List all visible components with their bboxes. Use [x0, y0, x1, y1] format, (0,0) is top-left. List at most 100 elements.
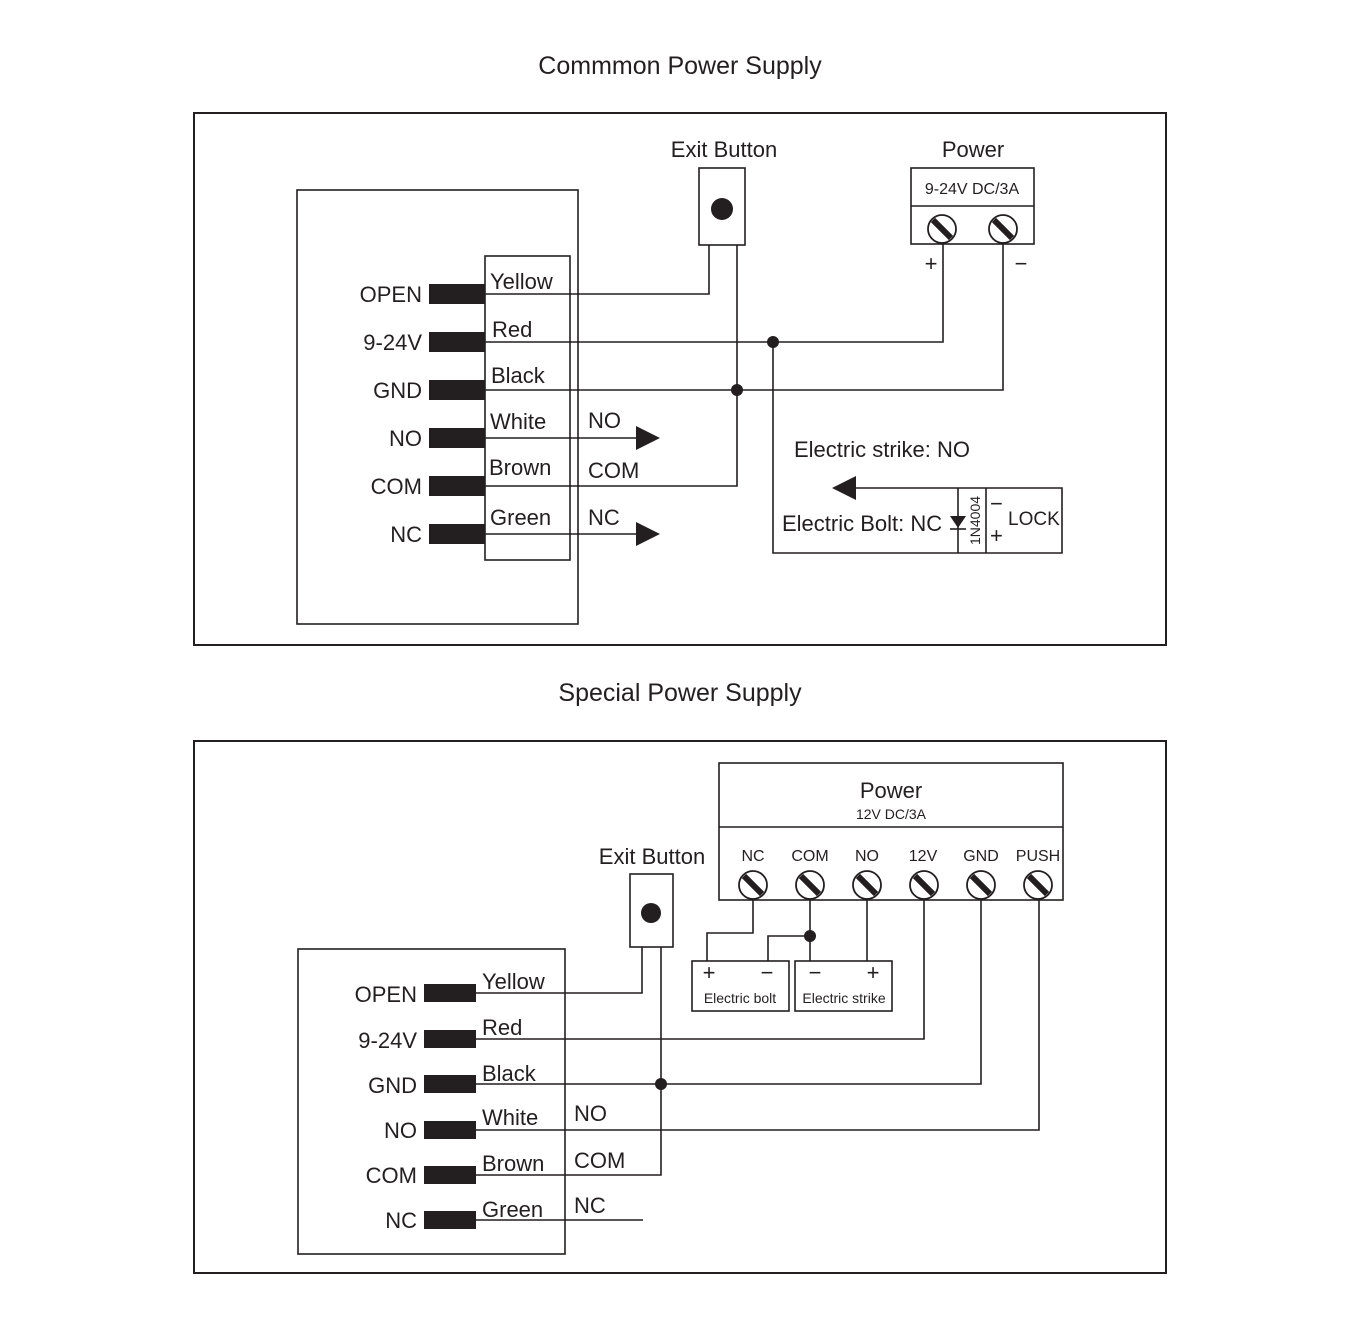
exit-button-label: Exit Button	[671, 137, 777, 162]
controller-terminals: OPEN Yellow 9-24V Red GND Black NO White…	[355, 969, 545, 1233]
exit-button: Exit Button	[599, 844, 705, 948]
power-minus-label: −	[1015, 251, 1028, 276]
arrow-right-icon	[636, 426, 660, 450]
terminal-open: OPEN Yellow	[360, 269, 553, 307]
wires	[476, 899, 1040, 1221]
lock-label: LOCK	[1008, 509, 1060, 530]
terminal-pin	[429, 284, 485, 304]
wire-color-label: Red	[482, 1015, 522, 1040]
power-terminal-nc: NC	[741, 848, 764, 865]
terminal-gnd: GND Black	[373, 363, 546, 403]
terminal-nc: NC Green	[385, 1197, 543, 1233]
terminal-com: COM Brown	[371, 455, 552, 499]
diode-label: 1N4004	[967, 496, 983, 545]
relay-nc-label: NC	[574, 1193, 606, 1218]
screw-terminal-icon	[853, 871, 881, 899]
screw-terminal-icon	[1024, 871, 1052, 899]
relay-no-label: NO	[588, 408, 621, 433]
screw-terminal-icon	[796, 871, 824, 899]
screw-terminal-icon	[928, 215, 956, 243]
wire-color-label: White	[482, 1105, 538, 1130]
terminal-label: COM	[366, 1163, 417, 1188]
common-power-supply-diagram: Commmon Power Supply OPEN Yellow 9-24V R…	[193, 52, 1167, 646]
terminal-label: 9-24V	[363, 330, 422, 355]
lock-plus-label: +	[867, 960, 880, 985]
terminal-label: NC	[385, 1208, 417, 1233]
power-terminal-com: COM	[791, 848, 828, 865]
exit-button-body	[629, 873, 674, 948]
lock-minus-label: −	[761, 960, 774, 985]
wire-color-label: Yellow	[482, 969, 545, 994]
terminal-pin	[424, 1030, 476, 1048]
special-power-supply-diagram: Special Power Supply OPEN Yellow 9-24V R…	[193, 679, 1167, 1274]
relay-nc-label: NC	[588, 505, 620, 530]
terminal-label: NO	[384, 1118, 417, 1143]
power-plus-label: +	[925, 251, 938, 276]
diagram-title: Commmon Power Supply	[538, 52, 822, 80]
screw-terminal-icon	[967, 871, 995, 899]
power-label: Power	[860, 778, 922, 803]
junction-dot	[655, 1078, 667, 1090]
terminal-pin	[424, 984, 476, 1002]
wire-color-label: Brown	[489, 455, 551, 480]
lock-minus-label: −	[809, 960, 822, 985]
terminal-power: 9-24V Red	[363, 317, 532, 355]
terminal-label: NO	[389, 426, 422, 451]
terminal-pin	[424, 1075, 476, 1093]
screw-terminal-icon	[989, 215, 1017, 243]
terminal-label: GND	[368, 1073, 417, 1098]
controller-body	[297, 948, 566, 1255]
wire-color-label: Green	[482, 1197, 543, 1222]
terminal-no: NO White	[389, 409, 546, 451]
controller-terminals: OPEN Yellow 9-24V Red GND Black NO White…	[360, 269, 553, 547]
wire-color-label: Brown	[482, 1151, 544, 1176]
wire-color-label: Black	[482, 1061, 537, 1086]
lock-plus-label: +	[703, 960, 716, 985]
electric-bolt-label: Electric Bolt: NC	[782, 511, 942, 536]
terminal-pin	[424, 1166, 476, 1184]
relay-no-label: NO	[574, 1101, 607, 1126]
diagram-frame	[193, 740, 1167, 1274]
terminal-pin	[429, 332, 485, 352]
wire-color-label: Black	[491, 363, 546, 388]
lock-label: Electric bolt	[704, 990, 776, 1006]
arrow-left-icon	[832, 476, 856, 500]
exit-button-body	[698, 167, 746, 246]
power-supply: Power 9-24V DC/3A + −	[910, 137, 1035, 276]
screw-terminal-icon	[910, 871, 938, 899]
electric-strike: − + Electric strike	[794, 960, 893, 1012]
relay-com-label: COM	[574, 1148, 625, 1173]
terminal-label: GND	[373, 378, 422, 403]
junction-dot	[767, 336, 779, 348]
arrow-right-icon	[636, 522, 660, 546]
junction-dot	[731, 384, 743, 396]
wire-color-label: Yellow	[490, 269, 553, 294]
screw-terminal-icon	[739, 871, 767, 899]
terminal-pin	[429, 380, 485, 400]
wire-color-label: Red	[492, 317, 532, 342]
diagram-title: Special Power Supply	[558, 679, 802, 707]
terminal-label: NC	[390, 522, 422, 547]
terminal-pin	[429, 476, 485, 496]
terminal-pin	[424, 1121, 476, 1139]
diagram-frame	[193, 112, 1167, 646]
power-terminal-12v: 12V	[909, 848, 938, 865]
terminal-no: NO White	[384, 1105, 538, 1143]
terminal-label: OPEN	[355, 982, 417, 1007]
junction-dot	[804, 930, 816, 942]
terminal-pin	[429, 524, 485, 544]
exit-button: Exit Button	[671, 137, 777, 246]
relay-com-label: COM	[588, 458, 639, 483]
power-terminal-push: PUSH	[1016, 848, 1060, 865]
lock-plus-label: +	[990, 523, 1003, 548]
lock-assembly: Electric strike: NO Electric Bolt: NC 1N…	[782, 437, 1060, 553]
power-terminal-gnd: GND	[963, 848, 999, 865]
wire-color-label: Green	[490, 505, 551, 530]
terminal-open: OPEN Yellow	[355, 969, 545, 1007]
terminal-gnd: GND Black	[368, 1061, 537, 1098]
lock-label: Electric strike	[802, 990, 885, 1006]
wire-color-label: White	[490, 409, 546, 434]
terminal-com: COM Brown	[366, 1151, 545, 1188]
push-button-icon	[711, 198, 733, 220]
